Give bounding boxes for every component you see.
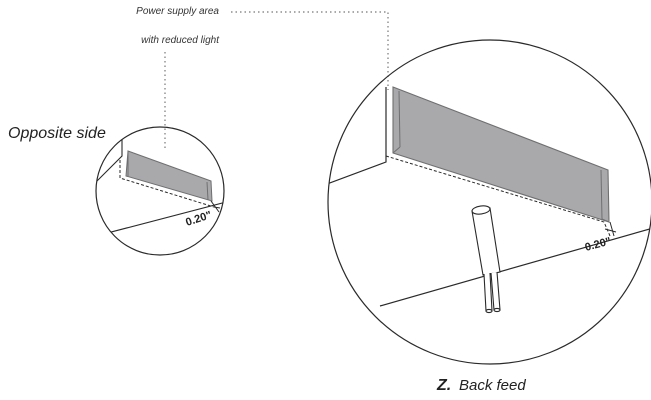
left-profile-bottom-edge <box>96 201 224 237</box>
left-led-strip <box>125 150 213 202</box>
left-dimension-ticks <box>210 200 221 213</box>
callout-leader-lines <box>164 11 389 150</box>
right-profile-bottom-edge <box>379 225 651 307</box>
leader-to-right-detail <box>231 11 389 90</box>
figure-caption: Z. Back feed <box>436 377 526 394</box>
opposite-side-label: Opposite side <box>8 125 106 142</box>
callout-line-2: with reduced light <box>141 35 220 46</box>
power-cable <box>471 205 501 314</box>
left-dashed-outline <box>119 160 215 208</box>
cable-wire-right <box>490 271 501 311</box>
right-magnifier-circle <box>327 39 651 365</box>
caption-text: Back feed <box>459 377 526 394</box>
caption-letter: Z. <box>436 377 451 394</box>
right-profile-top-edge <box>328 87 387 185</box>
right-dimension-label: 0.20" <box>584 235 613 253</box>
right-dashed-outline <box>385 155 611 237</box>
left-magnifier-circle <box>95 126 225 256</box>
cable-wire-left <box>483 272 493 312</box>
right-led-strip <box>392 86 610 223</box>
right-detail-magnifier <box>327 39 651 365</box>
cable-sheath <box>471 207 501 276</box>
callout-line-1: Power supply area <box>136 6 219 17</box>
left-detail-magnifier <box>95 126 225 256</box>
right-dimension-ticks <box>604 221 617 237</box>
